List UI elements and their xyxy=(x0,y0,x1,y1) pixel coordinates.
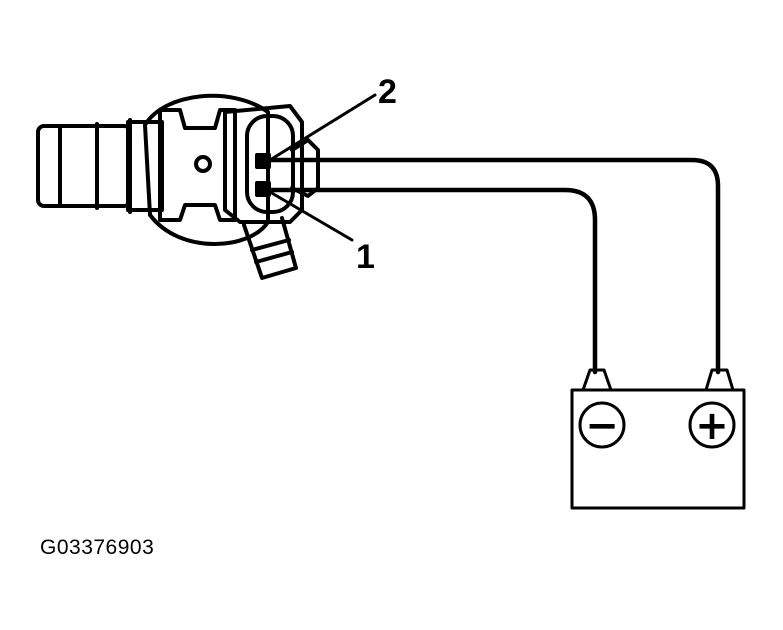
connector-socket xyxy=(245,114,295,214)
inlet-tube xyxy=(36,124,132,208)
callout-1-leader xyxy=(268,190,354,242)
negative-terminal-post xyxy=(581,368,613,392)
callout-2-label: 2 xyxy=(378,73,397,111)
solenoid-valve xyxy=(36,93,320,280)
connector-housing xyxy=(223,104,304,224)
negative-wire xyxy=(265,187,598,375)
positive-wire xyxy=(265,157,721,375)
callout-2-leader xyxy=(268,93,377,162)
positive-terminal-post xyxy=(704,368,735,392)
negative-symbol: − xyxy=(585,403,619,449)
battery xyxy=(570,368,746,510)
figure-id: G03376903 xyxy=(40,536,155,559)
callout-1-label: 1 xyxy=(356,238,375,276)
battery-case xyxy=(570,388,746,510)
clamp-screw xyxy=(194,155,212,173)
positive-symbol: + xyxy=(695,403,729,449)
negative-terminal-circle xyxy=(578,401,626,449)
positive-terminal-circle xyxy=(688,401,736,449)
test-lead-clip xyxy=(290,138,320,198)
